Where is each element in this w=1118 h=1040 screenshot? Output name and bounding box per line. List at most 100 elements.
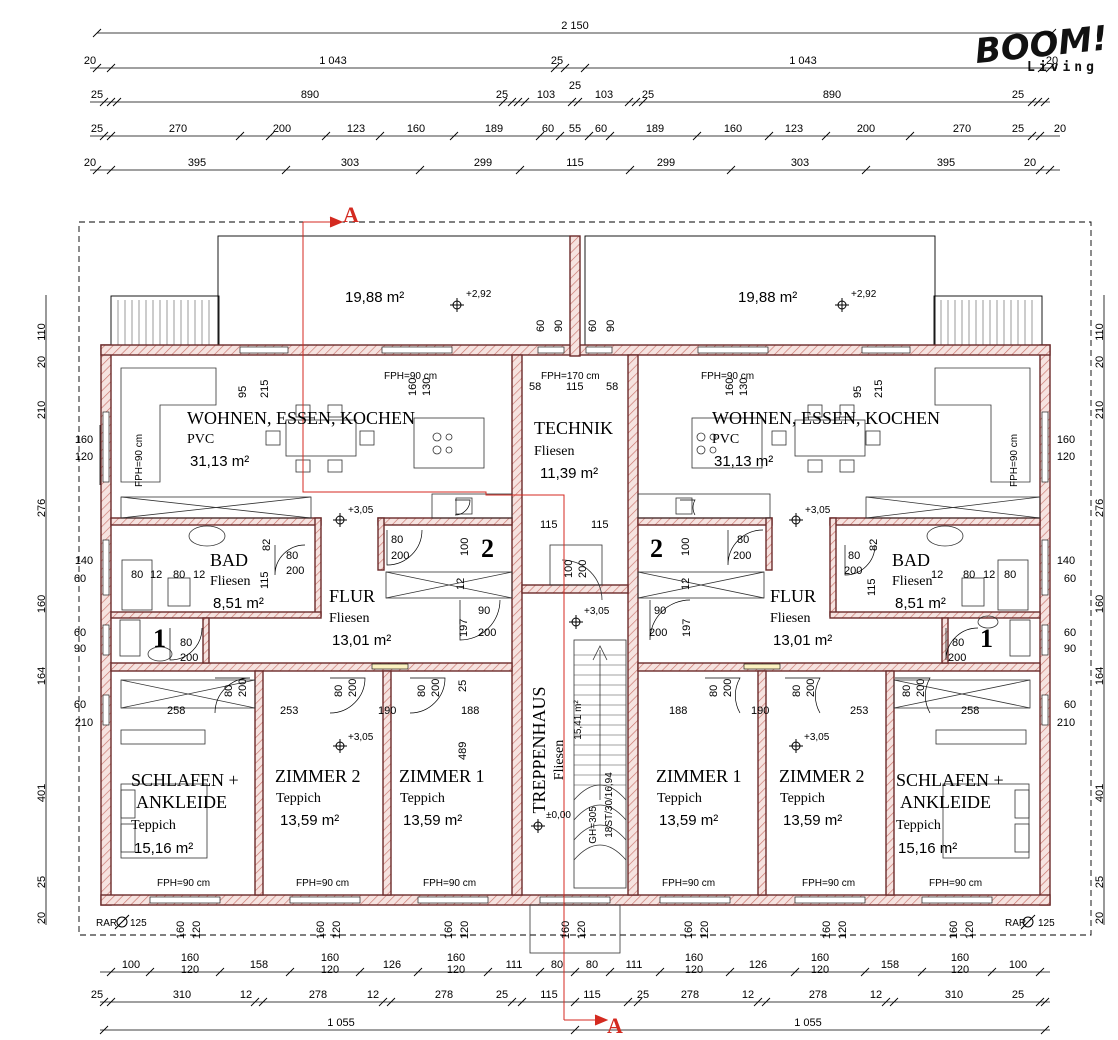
dimension-tick [92,165,102,175]
dim-label: 299 [657,157,675,169]
dim-label: 25 [1012,123,1024,135]
level-marker-icon [789,739,803,753]
dimension-tick [215,967,225,977]
dim-label: 126 [749,959,767,971]
dimension-tick [605,131,615,141]
dim-label: 160 [685,952,703,964]
dimension-tick [106,165,116,175]
room-area: 13,59 m² [659,812,718,829]
dimension-tick [250,997,260,1007]
dimension-tick [515,165,525,175]
dim-label: 200 [430,679,442,697]
dim-label: 12 [870,989,882,1001]
dimension-tick [570,967,580,977]
level-label: +3,05 [804,732,830,743]
room-area: 13,59 m² [280,812,339,829]
dim-label: 80 [848,550,860,562]
room-floor: Teppich [657,791,702,806]
windows [102,346,1049,904]
dimension-row-3: 25 890 25 103 25 103 25 890 25 [91,80,1024,101]
dimension-tick [573,97,583,107]
dimension-row-2: 20 1 043 25 1 043 20 [84,55,1058,67]
dimension-tick [638,97,648,107]
dim-label: 25 [457,680,469,692]
dimension-tick [624,97,634,107]
dim-label: 200 [733,550,751,562]
dim-label: 190 [751,705,769,717]
room-zimmer1-left: ZIMMER 1 Teppich 13,59 m² [399,766,485,829]
dim-label: 90 [74,643,86,655]
bottom-dimension-row-3: 1 055 1 055 [327,1017,822,1029]
dim-label: 80 [180,637,192,649]
rar-label: RAR [96,918,117,929]
level-marker-icon [531,819,545,833]
room-area: 11,39 m² [540,465,598,482]
dimension-tick [285,967,295,977]
stair-spec: 18ST/30/16,94 [604,772,615,838]
dimension-tick [570,997,580,1007]
dim-label: 126 [383,959,401,971]
dim-label: 160 [407,123,425,135]
dim-label: 20 [1094,356,1106,368]
level-label: +3,05 [805,505,831,516]
dim-label: 210 [1057,717,1075,729]
room-name: ZIMMER 2 [275,766,361,786]
dim-label: 200 [478,627,496,639]
dim-label: 1 055 [327,1017,355,1029]
dim-label: 115 [540,519,558,531]
room-area: 13,01 m² [773,632,832,649]
level-label: +3,05 [348,732,374,743]
doors [169,499,979,714]
dim-label: 120 [447,964,465,976]
dimension-tick [106,63,116,73]
level-marker-icon [569,615,583,629]
dim-label: 200 [948,652,966,664]
dim-label: 80 [333,685,345,697]
dimension-tick [881,997,891,1007]
dim-label: 95 [852,386,864,398]
dim-label: 80 [963,569,975,581]
level-label: +3,05 [584,606,610,617]
room-floor: Teppich [896,818,941,833]
left-dimension-chain: 110 20 210 276 160 120 140 60 160 60 90 … [36,295,101,925]
dim-label: 115 [866,578,878,596]
dim-label: 197 [681,619,693,637]
dim-label: 25 [91,989,103,1001]
dim-label: 310 [173,989,191,1001]
dim-label: 200 [237,679,249,697]
dim-label: 200 [844,565,862,577]
interior-dimensions: 95 215 95 215 60 90 60 90 160 130 160 13… [131,320,1016,760]
dim-label: 1 055 [794,1017,822,1029]
dim-label: 95 [237,386,249,398]
dimension-tick [145,967,155,977]
dim-label: 58 [606,381,618,393]
room-area: 31,13 m² [190,453,249,470]
dim-label: 395 [937,157,955,169]
dim-label: 25 [91,123,103,135]
dimension-tick [1040,997,1050,1007]
dimension-tick [1035,967,1045,977]
room-area: 15,16 m² [898,840,957,857]
level-marker-icon [450,298,464,312]
dim-label: 25 [1012,989,1024,1001]
dim-label: 140 [1057,555,1075,567]
dim-label: 60 [74,627,86,639]
dim-label: 160 [181,952,199,964]
room-area: 15,41 m² [573,700,584,740]
dim-label: 80 [391,534,403,546]
dim-label: 303 [791,157,809,169]
dim-label: 100 [122,959,140,971]
dimension-tick [987,967,997,977]
balcony-right [584,235,1043,347]
dimension-tick [507,997,517,1007]
dimension-tick [99,97,109,107]
dim-label: 210 [1094,401,1106,419]
plot-boundary [78,221,1092,936]
dim-label: 111 [626,959,643,971]
dim-label: 200 [347,679,359,697]
dim-label: 25 [496,989,508,1001]
room-name: ZIMMER 2 [779,766,865,786]
room-area: 15,16 m² [134,840,193,857]
dimension-tick [790,967,800,977]
